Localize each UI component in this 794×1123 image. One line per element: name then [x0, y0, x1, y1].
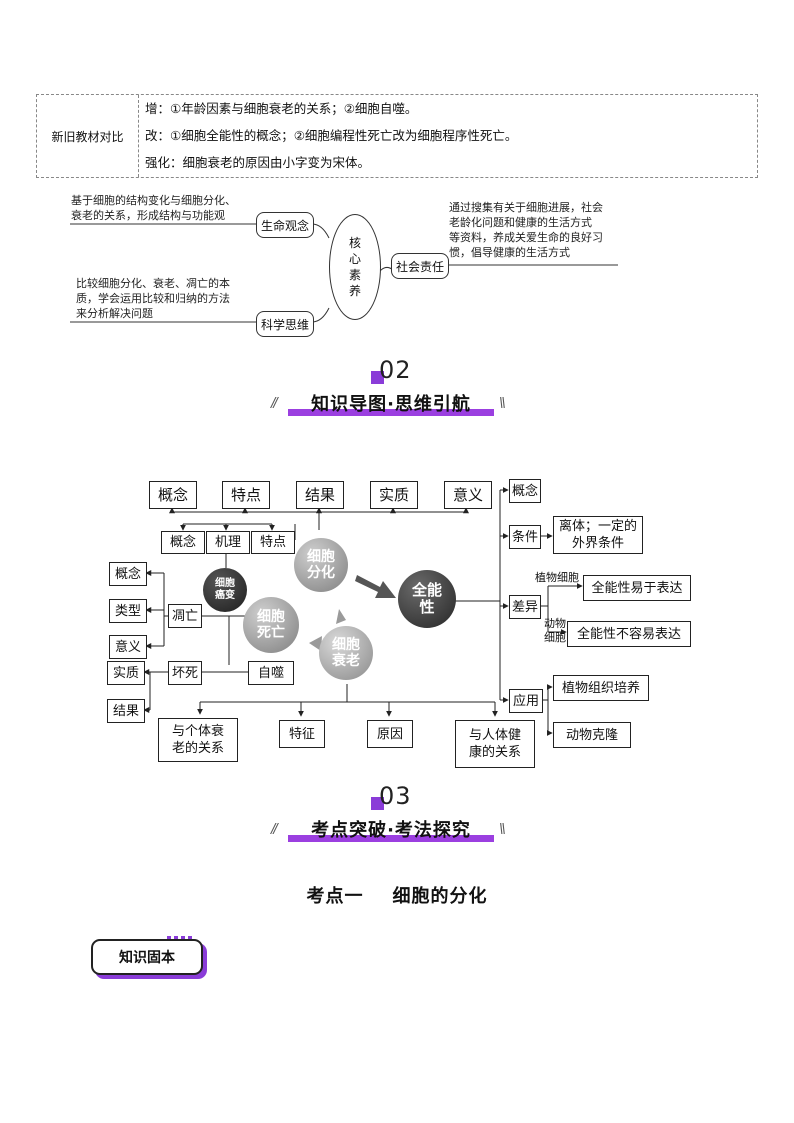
comparison-table: 新旧教材对比 增：①年龄因素与细胞衰老的关系；②细胞自噬。 改：①细胞全能性的概…: [36, 94, 758, 178]
km-animal-clone: 动物克隆: [553, 722, 631, 748]
km-necrosis: 坏死: [168, 661, 202, 685]
section2-underline: [288, 409, 494, 416]
literacy-node-life: 生命观念: [256, 212, 314, 238]
section3-slash-left: //: [271, 822, 278, 837]
section3-title: 考点突破·考法探究: [311, 820, 471, 841]
badge-dot: [174, 936, 178, 941]
km-left-type: 类型: [109, 599, 147, 623]
km-condition-detail: 离体；一定的外界条件: [553, 516, 643, 554]
badge-dot: [181, 936, 185, 941]
circle-cancer: 细胞 癌变: [203, 568, 247, 612]
section3-underline: [288, 835, 494, 842]
km-bottom-individual: 与个体衰老的关系: [158, 718, 238, 762]
km-left-meaning: 意义: [109, 635, 147, 659]
km-plant-cell-label: 植物细胞: [535, 571, 579, 584]
km-bottom-cause: 原因: [367, 720, 413, 748]
km-right-concept: 概念: [509, 479, 541, 503]
km-top-result: 结果: [296, 481, 344, 509]
literacy-node-science: 科学思维: [256, 311, 314, 337]
km-top-feature: 特点: [222, 481, 270, 509]
km-bottom-feature: 特征: [279, 720, 325, 748]
section2-slash-right: \\: [499, 396, 506, 411]
comparison-row-add: 增：①年龄因素与细胞衰老的关系；②细胞自噬。: [145, 101, 418, 116]
badge-dot: [167, 936, 171, 941]
km-right-application: 应用: [509, 689, 543, 713]
section2-square: [371, 371, 384, 384]
km-top-concept: 概念: [149, 481, 197, 509]
section3-slash-right: \\: [499, 822, 506, 837]
km-left-concept: 概念: [109, 562, 147, 586]
km-autophagy: 自噬: [248, 661, 294, 685]
literacy-node-social: 社会责任: [391, 253, 449, 279]
comparison-row-change: 改：①细胞全能性的概念；②细胞编程性死亡改为细胞程序性死亡。: [145, 128, 518, 143]
circle-differentiation: 细胞 分化: [294, 538, 348, 592]
circle-aging: 细胞 衰老: [319, 626, 373, 680]
km-plant-culture: 植物组织培养: [553, 675, 649, 701]
km-cancer-feature: 特点: [251, 531, 295, 554]
km-apoptosis: 凋亡: [168, 604, 202, 628]
section3-number: 03: [379, 782, 412, 810]
knowledge-badge: 知识固本: [91, 939, 203, 975]
knowledge-map-connectors: [143, 487, 583, 736]
circle-totipotency: 全能 性: [398, 570, 456, 628]
km-right-difference: 差异: [509, 595, 541, 619]
km-bottom-health: 与人体健康的关系: [455, 720, 535, 768]
literacy-text-science: 比较细胞分化、衰老、凋亡的本 质，学会运用比较和归纳的方法 来分析解决问题: [76, 277, 230, 320]
literacy-center: 核 心 素 养: [329, 214, 381, 320]
literacy-text-social: 通过搜集有关于细胞进展，社会 老龄化问题和健康的生活方式 等资料，养成关爱生命的…: [449, 201, 603, 259]
km-top-meaning: 意义: [444, 481, 492, 509]
km-animal-hard: 全能性不容易表达: [567, 621, 691, 647]
km-cancer-concept: 概念: [161, 531, 205, 554]
km-left-essence: 实质: [107, 661, 145, 685]
badge-dot: [188, 936, 192, 941]
section2-title: 知识导图·思维引航: [311, 394, 471, 415]
km-cancer-mechanism: 机理: [206, 531, 250, 554]
section2-number: 02: [379, 356, 412, 384]
km-top-essence: 实质: [370, 481, 418, 509]
comparison-label: 新旧教材对比: [37, 95, 139, 177]
circle-death: 细胞 死亡: [243, 597, 299, 653]
comparison-row-strengthen: 强化：细胞衰老的原因由小字变为宋体。: [145, 155, 371, 170]
km-left-result: 结果: [107, 699, 145, 723]
km-right-condition: 条件: [509, 525, 541, 549]
literacy-text-life: 基于细胞的结构变化与细胞分化、 衰老的关系，形成结构与功能观: [71, 194, 236, 222]
km-animal-cell-label: 动物细胞: [544, 617, 566, 644]
section3-square: [371, 797, 384, 810]
section2-slash-left: //: [271, 396, 278, 411]
kaodian-title: 考点一 细胞的分化: [306, 886, 488, 907]
km-plant-easy: 全能性易于表达: [583, 575, 691, 601]
